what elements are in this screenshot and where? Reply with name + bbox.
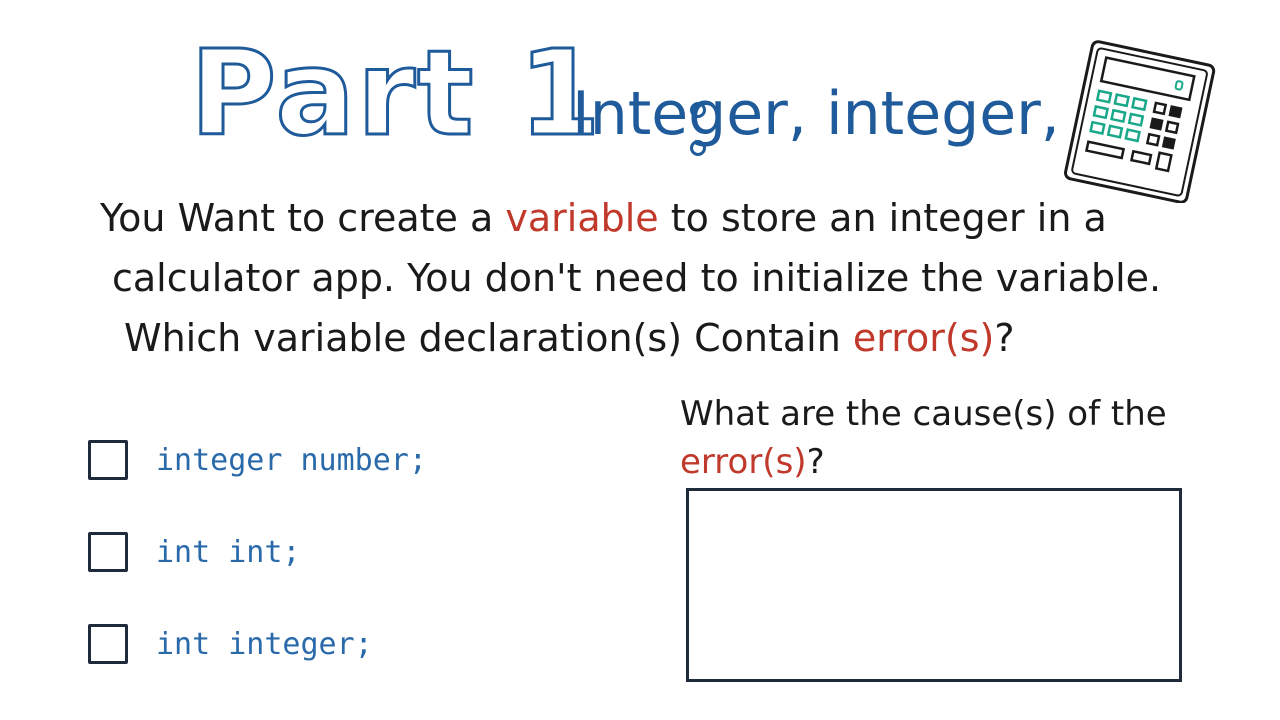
option-checkbox-1[interactable] (88, 440, 128, 480)
title-colon (690, 102, 706, 162)
option-label-2: int int; (156, 534, 301, 570)
option-int-integer[interactable]: int integer; (88, 624, 373, 664)
cause-prompt: What are the cause(s) of the error(s)? (680, 390, 1200, 486)
colon-dot-bottom (690, 140, 706, 156)
option-int-int[interactable]: int int; (88, 532, 301, 572)
title-row: Part 1 Integer, integer, int (189, 24, 1158, 168)
question-keyword-errors: error(s) (852, 316, 995, 360)
cause-keyword-errors: error(s) (680, 442, 807, 482)
option-checkbox-3[interactable] (88, 624, 128, 664)
cause-prompt-line-2-post: ? (806, 442, 825, 482)
cause-prompt-line-1: What are the cause(s) of the (680, 394, 1167, 434)
question-line-3-pre: Which variable declaration(s) Contain (124, 316, 853, 360)
question-line-1-post: to store an integer in a (658, 196, 1107, 240)
question-line-2: calculator app. You don't need to initia… (112, 256, 1162, 300)
title-subtitle: Integer, integer, int (572, 79, 1158, 149)
answer-text-box[interactable] (686, 488, 1182, 682)
question-text: You Want to create a variable to store a… (100, 188, 1180, 368)
calculator-icon (1064, 40, 1216, 203)
title-part: Part 1 (189, 24, 603, 162)
colon-dot-top (690, 102, 706, 118)
option-label-1: integer number; (156, 442, 427, 478)
option-label-3: int integer; (156, 626, 373, 662)
cause-prompt-line-2: error(s)? (680, 438, 1200, 486)
option-integer-number[interactable]: integer number; (88, 440, 427, 480)
question-line-1: You Want to create a variable to store a… (100, 188, 1180, 248)
question-keyword-variable: variable (505, 196, 659, 240)
option-checkbox-2[interactable] (88, 532, 128, 572)
question-line-3: Which variable declaration(s) Contain er… (100, 308, 1180, 368)
question-line-3-post: ? (994, 316, 1015, 360)
question-line-1-pre: You Want to create a (100, 196, 506, 240)
